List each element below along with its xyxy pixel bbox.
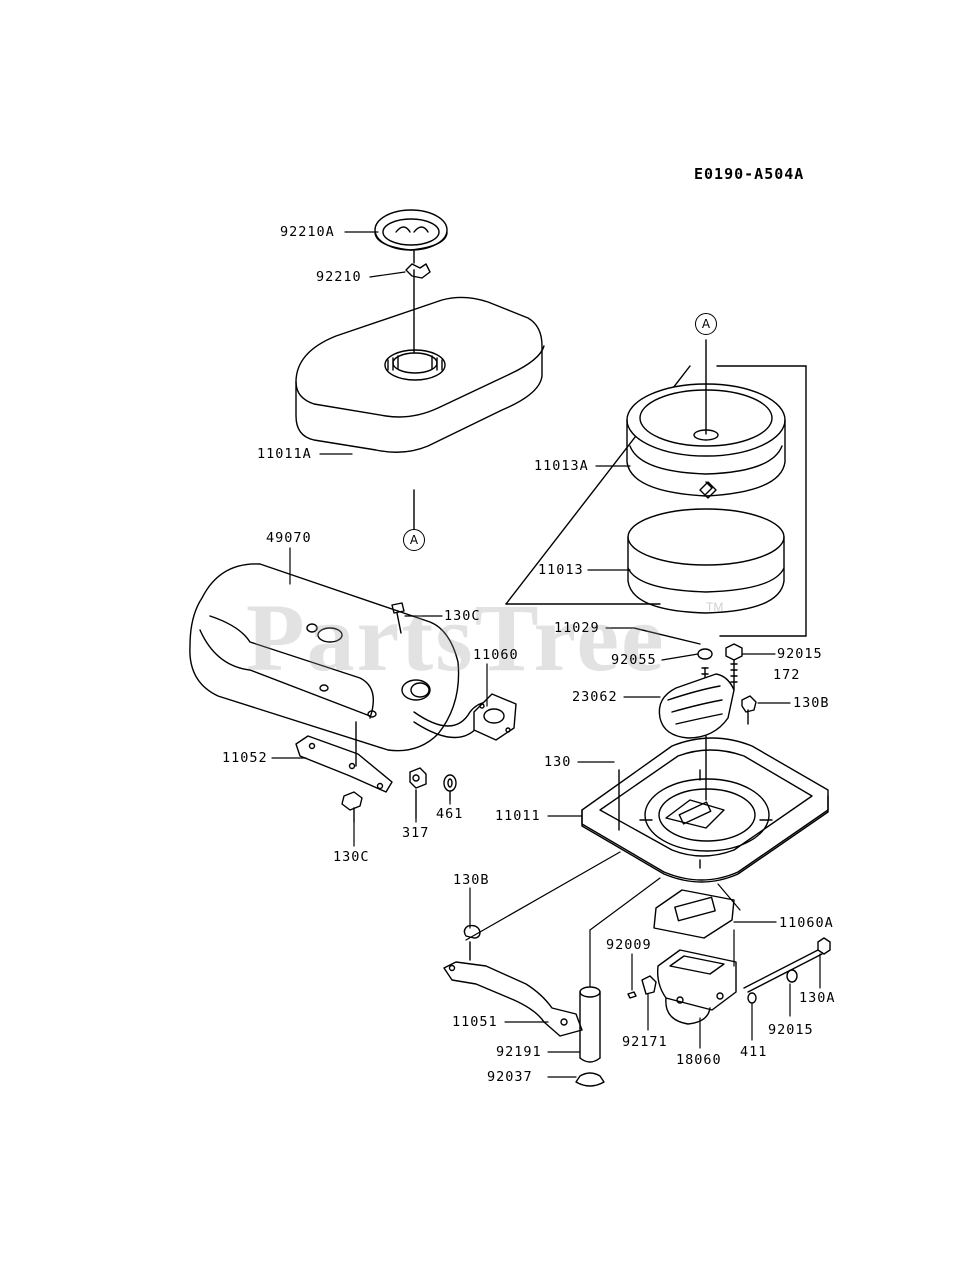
part-label-317[interactable]: 317 [402, 825, 430, 841]
breather-group-drawing [633, 627, 757, 739]
assembly-guide-lines [465, 851, 741, 987]
part-label-11013a[interactable]: 11013A [534, 458, 589, 474]
leader-lines [271, 231, 821, 1078]
part-label-11052[interactable]: 11052 [222, 750, 268, 766]
part-label-130[interactable]: 130 [544, 754, 572, 770]
reference-marker-bottom: A [403, 529, 425, 551]
part-label-11051[interactable]: 11051 [452, 1014, 498, 1030]
diagram-code: E0190-A504A [694, 165, 805, 183]
gasket-11060-drawing [473, 693, 517, 741]
part-label-92171[interactable]: 92171 [622, 1034, 668, 1050]
case-11011-drawing [581, 735, 829, 883]
clip-92210-drawing [405, 249, 431, 279]
part-label-92009[interactable]: 92009 [606, 937, 652, 953]
cap-92210a-drawing [374, 209, 448, 251]
part-label-11013[interactable]: 11013 [538, 562, 584, 578]
muffler-49070-drawing [189, 563, 487, 752]
part-label-130b-left[interactable]: 130B [453, 872, 490, 888]
muffler-bracket-11052-drawing [295, 721, 393, 793]
part-label-11060[interactable]: 11060 [473, 647, 519, 663]
pins-drawing [627, 975, 657, 999]
part-label-130b-right[interactable]: 130B [793, 695, 830, 711]
reference-marker-top: A [695, 313, 717, 335]
part-label-130c-bottom[interactable]: 130C [333, 849, 370, 865]
part-label-130a[interactable]: 130A [799, 990, 836, 1006]
part-label-23062[interactable]: 23062 [572, 689, 618, 705]
part-label-11060a[interactable]: 11060A [779, 915, 834, 931]
gasket-11060a-drawing [653, 889, 735, 939]
part-label-92210a[interactable]: 92210A [280, 224, 335, 240]
small-hardware-drawing [341, 767, 457, 823]
elbow-18060-drawing [656, 949, 737, 1025]
element-drawing [505, 339, 807, 637]
part-label-130c-top[interactable]: 130C [444, 608, 481, 624]
hose-92191-drawing [575, 986, 605, 1087]
part-label-11011[interactable]: 11011 [495, 808, 541, 824]
part-label-92037[interactable]: 92037 [487, 1069, 533, 1085]
watermark: PartsTree [246, 584, 666, 691]
part-label-172[interactable]: 172 [773, 667, 801, 683]
part-label-461[interactable]: 461 [436, 806, 464, 822]
part-label-92210[interactable]: 92210 [316, 269, 362, 285]
watermark-trademark: TM [706, 600, 724, 614]
part-label-49070[interactable]: 49070 [266, 530, 312, 546]
part-label-92191[interactable]: 92191 [496, 1044, 542, 1060]
cover-11011a-drawing [295, 269, 545, 531]
part-label-411[interactable]: 411 [740, 1044, 768, 1060]
part-label-92015-top[interactable]: 92015 [777, 646, 823, 662]
stay-11051-drawing [443, 924, 583, 1037]
part-label-92055[interactable]: 92055 [611, 652, 657, 668]
part-label-18060[interactable]: 18060 [676, 1052, 722, 1068]
part-label-92015-bottom[interactable]: 92015 [768, 1022, 814, 1038]
part-label-11029[interactable]: 11029 [554, 620, 600, 636]
part-label-11011a[interactable]: 11011A [257, 446, 312, 462]
long-bolt-130a-drawing [743, 937, 831, 1004]
